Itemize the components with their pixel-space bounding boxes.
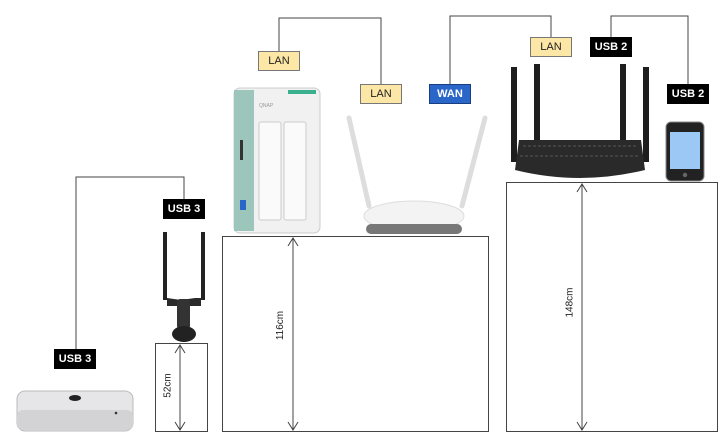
smartphone-image	[665, 121, 705, 182]
svg-text:QNAP: QNAP	[259, 103, 274, 109]
height-label-148cm: 148cm	[564, 287, 576, 318]
black-router-image	[511, 64, 649, 178]
lan-label-access-point: LAN	[360, 84, 402, 104]
lan-label-nas: LAN	[258, 51, 300, 71]
lan-cable-ap-router	[449, 15, 552, 84]
lan-label-router: LAN	[530, 37, 572, 57]
usb2-label-router: USB 2	[590, 37, 632, 57]
usb3-label-mac: USB 3	[54, 349, 96, 369]
usb3-label-adapter: USB 3	[163, 199, 205, 219]
lan-cable-nas-ap	[278, 17, 382, 84]
dimension-arrow-148	[576, 183, 588, 431]
dimension-arrow-116	[287, 237, 299, 431]
usb3-cable	[75, 176, 185, 349]
adapter-stand	[155, 343, 208, 432]
router-shelf	[506, 182, 718, 432]
nas-table	[222, 236, 489, 432]
height-label-52cm: 52cm	[162, 373, 174, 398]
usb-wifi-adapter-image	[163, 232, 205, 342]
usb2-cable	[610, 15, 689, 84]
wan-label-access-point: WAN	[429, 84, 471, 104]
mac-mini-image	[16, 390, 134, 432]
dimension-arrow-52	[174, 344, 186, 431]
qnap-nas-image: QNAP	[233, 87, 321, 234]
white-access-point-image	[346, 115, 488, 234]
height-label-116cm: 116cm	[275, 310, 287, 341]
usb2-label-phone: USB 2	[667, 84, 709, 104]
